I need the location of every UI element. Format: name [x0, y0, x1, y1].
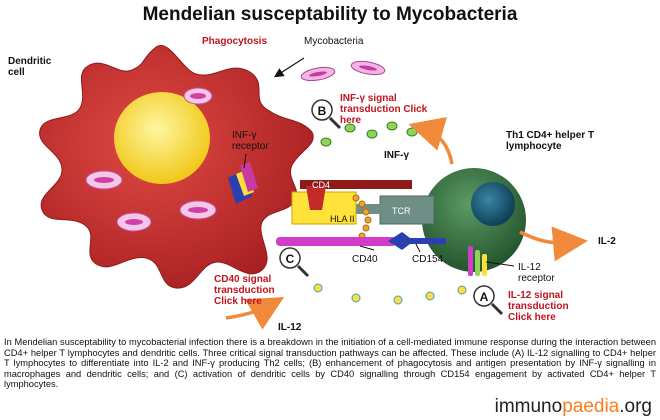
hla2-label: HLA II: [330, 214, 355, 224]
dendritic-cell-label: Dendritic cell: [8, 56, 52, 78]
tcr-label: TCR: [392, 206, 411, 216]
cd40-label: CD40: [352, 254, 378, 265]
th1-label: Th1 CD4+ helper T lymphocyte: [506, 130, 595, 152]
t-cell-nucleus: [471, 182, 515, 226]
link-c-marker: C: [286, 252, 295, 266]
cd4-label: CD4: [312, 180, 330, 190]
infg-arrow: [408, 116, 454, 165]
link-c-text[interactable]: CD40 signal transduction Click here: [214, 274, 275, 307]
brand-accent: paedia: [562, 396, 620, 417]
infg-molecules: [320, 121, 418, 147]
il2-label: IL-2: [598, 236, 616, 247]
il12-receptor-label: IL-12 receptor: [518, 262, 555, 284]
link-c-magnifier[interactable]: C: [279, 247, 310, 278]
link-b-magnifier[interactable]: B: [311, 99, 342, 130]
dendritic-nucleus: [114, 92, 210, 184]
link-b-text[interactable]: INF-γ signal transduction Click here: [340, 93, 428, 126]
cd154-label: CD154: [412, 254, 444, 265]
peptide-beads: [352, 194, 372, 240]
cd154-shape: [388, 232, 446, 250]
hla2-block: [291, 191, 357, 225]
il12-receptor: [468, 246, 487, 276]
caption: In Mendelian susceptability to mycobacte…: [4, 337, 656, 390]
link-b-marker: B: [318, 104, 327, 118]
brand-logo[interactable]: immunopaedia.org: [495, 396, 652, 418]
diagram-svg: B C A CD4 HLA II TCR: [39, 45, 588, 330]
infg-receptor-label: INF-γ receptor: [232, 130, 269, 152]
infg-receptor: [228, 162, 258, 204]
internal-mycobacteria: [85, 87, 217, 232]
link-a-text[interactable]: IL-12 signal transduction Click here: [508, 290, 569, 323]
infg-label: INF-γ: [384, 150, 409, 161]
cd4-bar: [300, 180, 412, 189]
cd40-bar: [276, 237, 396, 246]
mycobacteria-label: Mycobacteria: [304, 36, 364, 47]
diagram-stage: B C A CD4 HLA II TCR Mendelian susceptab…: [8, 4, 616, 333]
il12-label: IL-12: [278, 322, 302, 333]
il12-molecules: [313, 283, 467, 305]
brand-suffix: .org: [619, 396, 652, 417]
brand-prefix: immuno: [494, 396, 563, 417]
link-a-magnifier[interactable]: A: [473, 285, 504, 316]
phagocytosis-label: Phagocytosis: [202, 36, 268, 47]
link-a-marker: A: [480, 290, 489, 304]
il2-arrow: [519, 226, 588, 262]
diagram-title: Mendelian susceptability to Mycobacteria: [142, 4, 518, 25]
external-mycobacteria: [300, 60, 386, 82]
il12-arrow: [225, 297, 285, 330]
